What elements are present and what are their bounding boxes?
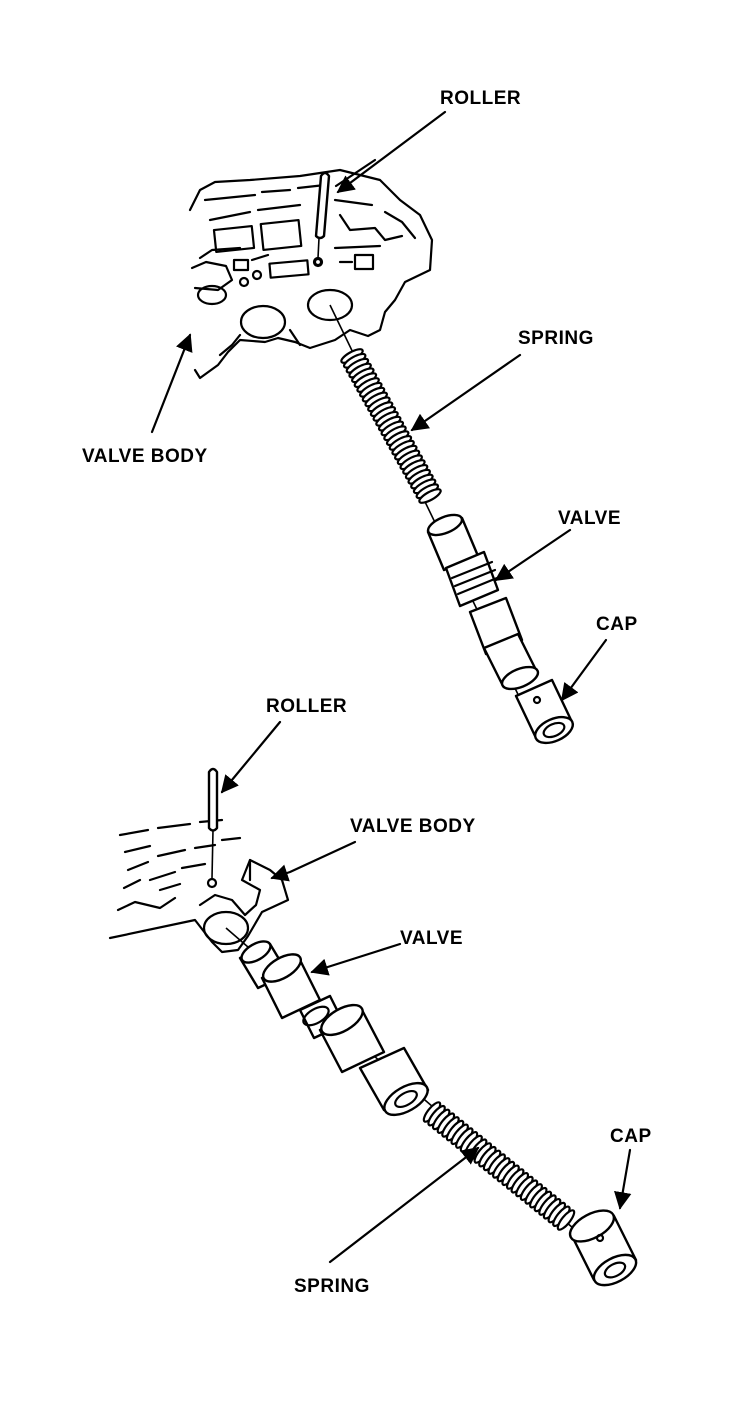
bottom-valve-body-label: VALVE BODY [350,816,476,837]
spring-coil [418,488,442,504]
bottom-valve-label: VALVE [400,928,463,949]
bottom-spring-part [422,1101,576,1231]
top-roller-label: ROLLER [440,88,521,109]
bottom-valve-part [238,940,430,1117]
top-cap-label: CAP [596,614,638,635]
bottom-roller-label: ROLLER [266,696,347,717]
bottom-figure: ROLLER VALVE BODY VALVE CAP SPRING [108,696,652,1297]
top-figure: ROLLER SPRING VALVE BODY VALVE CAP [82,88,638,745]
top-spring-label: SPRING [518,328,594,349]
bottom-cap-label: CAP [610,1126,652,1147]
bottom-leader-arrows [220,720,632,1264]
bottom-cap-part [568,1209,638,1287]
top-valve-label: VALVE [558,508,621,529]
top-valve-body-label: VALVE BODY [82,446,208,467]
top-spring-part [340,348,442,504]
bottom-valve-body [108,818,290,954]
top-roller-part [313,171,331,267]
bottom-roller-part [207,767,219,879]
top-valve-body [188,168,434,380]
top-valve-part [426,513,540,691]
top-cap-part [514,678,575,745]
bottom-spring-label: SPRING [294,1276,370,1297]
top-leader-arrows [150,110,608,702]
spring-coil [556,1209,576,1231]
